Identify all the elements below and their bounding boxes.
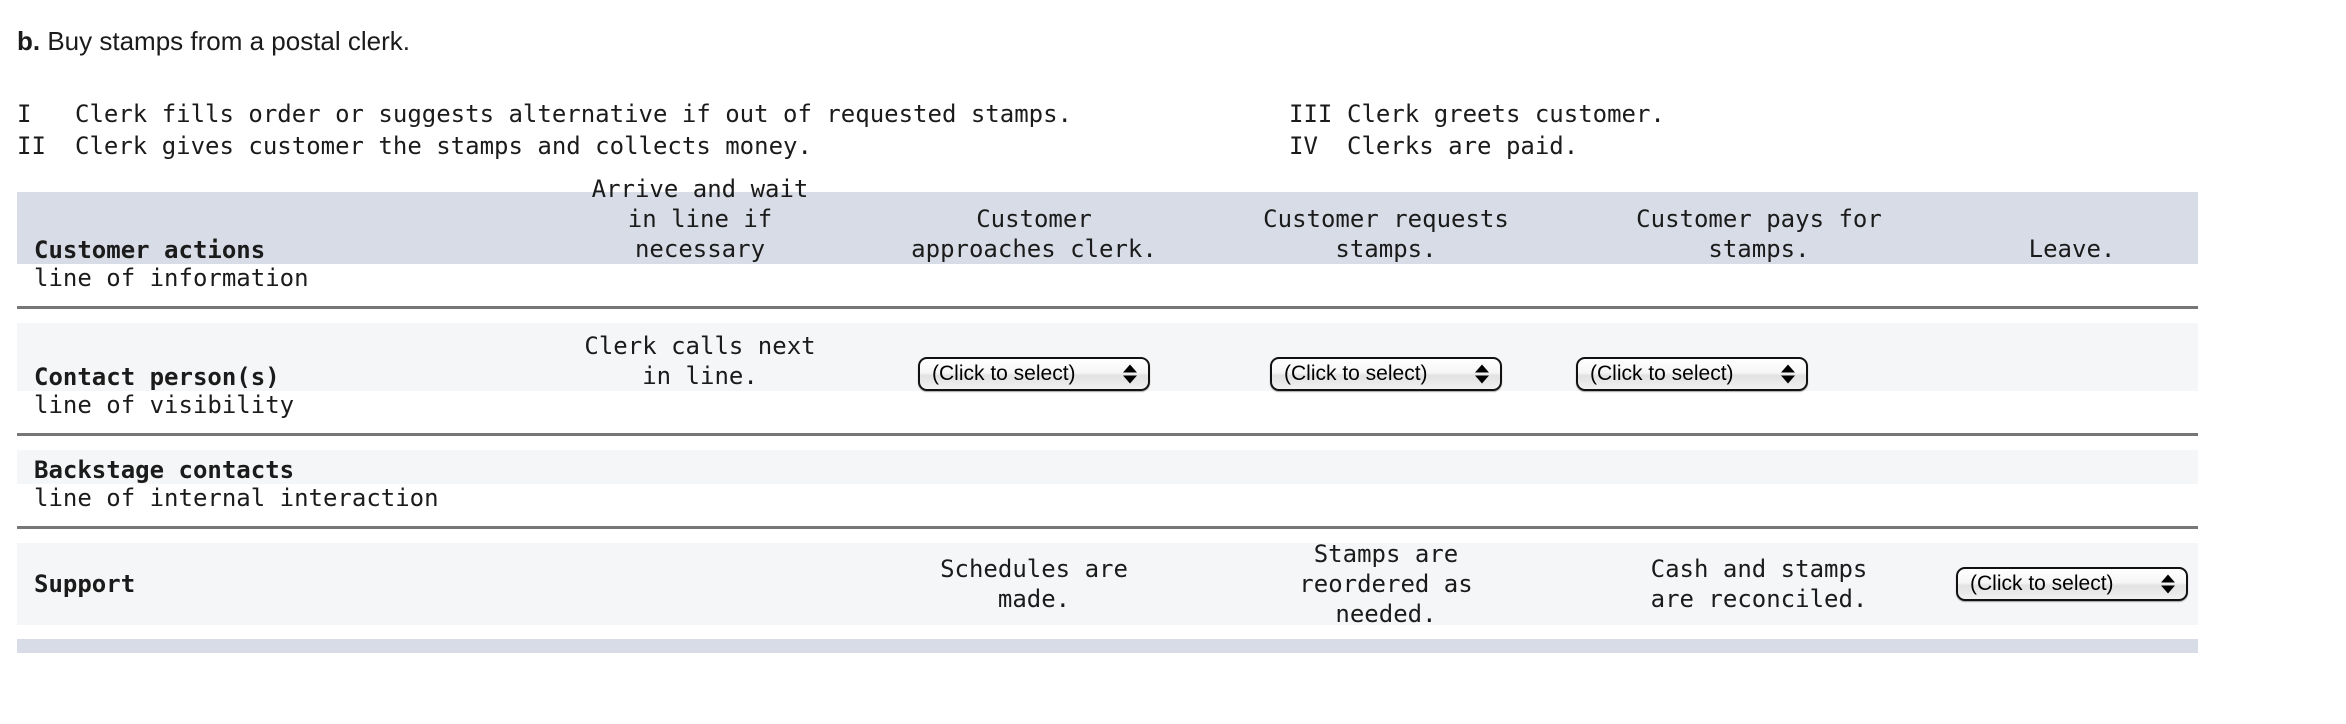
spacer — [17, 529, 2198, 543]
table-row-support: Support Schedules are made. Stamps are r… — [17, 540, 2198, 628]
spacer — [17, 512, 2198, 526]
step-text: Clerk gives customer the stamps and coll… — [75, 132, 812, 160]
cell-customer-actions-5: Leave. — [2028, 235, 2116, 263]
step-list: I Clerk fills order or suggests alternat… — [17, 98, 2317, 162]
step-number: III — [1289, 100, 1333, 128]
select-value: (Click to select) — [1970, 572, 2114, 595]
step-item-4: IV Clerks are paid. — [1289, 130, 1578, 162]
divider-rule-internal-interaction — [17, 526, 2198, 529]
divider-caption-line-of-visibility: line of visibility — [17, 391, 2198, 419]
table-row-backstage-contacts: Backstage contacts — [17, 450, 2198, 484]
divider-rule-information — [17, 306, 2198, 309]
service-blueprint-table: Customer actions Arrive and wait in line… — [17, 175, 2198, 653]
select-holder: (Click to select) — [1576, 357, 1942, 391]
cell-support-4: Cash and stamps are reconciled. — [1650, 555, 1868, 613]
contact-persons-select-1[interactable]: (Click to select) — [918, 357, 1150, 391]
support-select-1[interactable]: (Click to select) — [1956, 567, 2188, 601]
select-value: (Click to select) — [1590, 362, 1734, 385]
spacer — [17, 625, 2198, 639]
updown-arrows-icon — [1475, 364, 1489, 384]
step-row: I Clerk fills order or suggests alternat… — [17, 98, 2317, 130]
cell-customer-actions-1: Arrive and wait in line if necessary — [591, 175, 809, 263]
row-label-contact-persons: Contact person(s) — [34, 363, 280, 391]
table-row-customer-actions: Customer actions Arrive and wait in line… — [17, 175, 2198, 264]
step-text: Clerks are paid. — [1347, 132, 1579, 160]
contact-persons-select-2[interactable]: (Click to select) — [1270, 357, 1502, 391]
spacer — [17, 419, 2198, 433]
cell-contact-persons-4: (Click to select) — [1572, 357, 1946, 391]
cell-contact-persons-1: Clerk calls next in line. — [584, 332, 816, 390]
step-item-2: II Clerk gives customer the stamps and c… — [17, 130, 1289, 162]
updown-arrows-icon — [1781, 364, 1795, 384]
step-number: II — [17, 132, 46, 160]
step-number: IV — [1289, 132, 1318, 160]
select-value: (Click to select) — [932, 362, 1076, 385]
cell-customer-actions-3: Customer requests stamps. — [1263, 205, 1509, 263]
step-item-1: I Clerk fills order or suggests alternat… — [17, 98, 1289, 130]
step-row: II Clerk gives customer the stamps and c… — [17, 130, 2317, 162]
updown-arrows-icon — [2161, 574, 2175, 594]
select-value: (Click to select) — [1284, 362, 1428, 385]
divider-caption-line-of-information: line of information — [17, 264, 2198, 292]
spacer — [17, 309, 2198, 323]
cell-customer-actions-4: Customer pays for stamps. — [1636, 205, 1882, 263]
question-prompt: b. Buy stamps from a postal clerk. — [17, 26, 410, 56]
select-holder: (Click to select) — [872, 357, 1196, 391]
divider-caption-line-of-internal-interaction: line of internal interaction — [17, 484, 2198, 512]
cell-customer-actions-2: Customer approaches clerk. — [911, 205, 1157, 263]
step-number: I — [17, 100, 32, 128]
row-cells-contact-persons: Clerk calls next in line. (Click to sele… — [532, 323, 2198, 391]
spacer — [17, 292, 2198, 306]
cell-contact-persons-3: (Click to select) — [1200, 357, 1572, 391]
row-label-customer-actions: Customer actions — [34, 236, 266, 264]
select-holder: (Click to select) — [1950, 567, 2194, 601]
cell-support-5: (Click to select) — [1946, 567, 2198, 601]
contact-persons-select-3[interactable]: (Click to select) — [1576, 357, 1808, 391]
table-row-contact-persons: Contact person(s) Clerk calls next in li… — [17, 323, 2198, 391]
table-footer-band — [17, 639, 2198, 653]
row-label-support: Support — [17, 543, 532, 625]
updown-arrows-icon — [1123, 364, 1137, 384]
row-cells-support: Schedules are made. Stamps are reordered… — [532, 540, 2198, 628]
spacer — [17, 436, 2198, 450]
step-text: Clerk fills order or suggests alternativ… — [75, 100, 1072, 128]
question-marker: b. — [17, 26, 41, 56]
divider-rule-visibility — [17, 433, 2198, 436]
cell-support-3: Stamps are reordered as needed. — [1299, 540, 1473, 628]
step-text: Clerk greets customer. — [1347, 100, 1665, 128]
row-cells-backstage-contacts — [532, 450, 2198, 484]
cell-contact-persons-2: (Click to select) — [868, 357, 1200, 391]
cell-support-2: Schedules are made. — [940, 555, 1128, 613]
select-holder: (Click to select) — [1204, 357, 1568, 391]
row-label-backstage-contacts: Backstage contacts — [34, 456, 295, 484]
step-item-3: III Clerk greets customer. — [1289, 98, 1665, 130]
row-label-support-text: Support — [34, 570, 136, 598]
question-text: Buy stamps from a postal clerk. — [40, 26, 411, 56]
row-cells-customer-actions: Arrive and wait in line if necessary Cus… — [532, 175, 2198, 264]
